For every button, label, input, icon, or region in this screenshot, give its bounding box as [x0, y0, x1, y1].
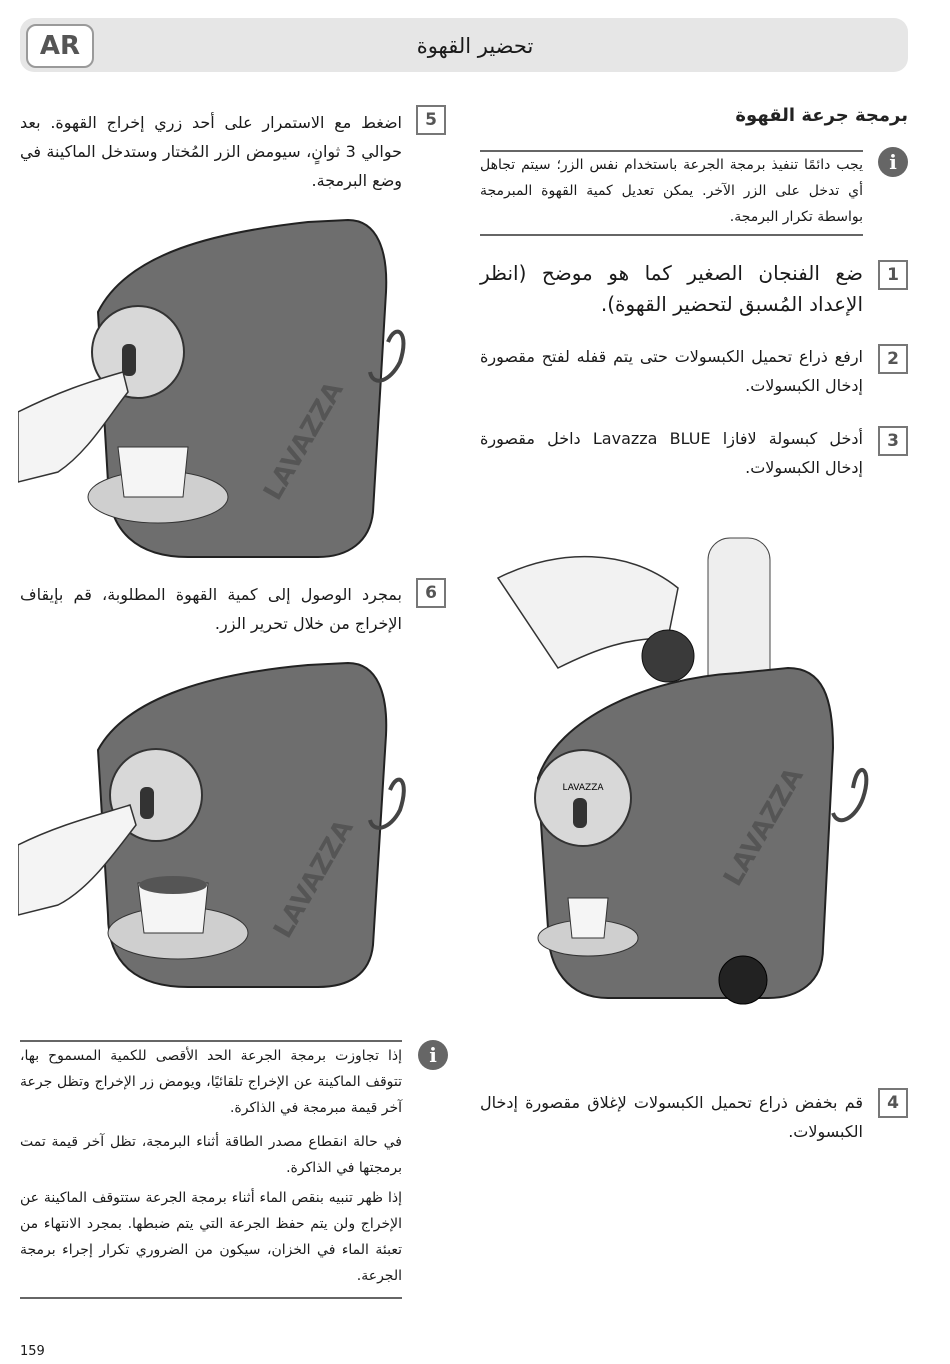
capsule-in-hand	[641, 629, 695, 683]
step-number-4: 4	[878, 1088, 908, 1118]
info-note-1: يجب دائمًا تنفيذ برمجة الجرعة باستخدام ن…	[480, 157, 863, 225]
power-cord-6	[368, 777, 406, 830]
note2-divider-top	[20, 1040, 402, 1042]
coffee-cup-5	[117, 446, 189, 498]
hand-releasing-6	[18, 804, 137, 916]
machine-body	[536, 666, 835, 999]
press-button-illustration: LAVAZZA	[18, 212, 408, 562]
language-badge: AR	[26, 24, 94, 68]
step-number-2: 2	[878, 344, 908, 374]
release-button-illustration: LAVAZZA	[18, 655, 408, 990]
info-note-2-p1: إذا تجاوزت برمجة الجرعة الحد الأقصى للكم…	[20, 1048, 402, 1116]
info-note-2-p2: في حالة انقطاع مصدر الطاقة أثناء البرمجة…	[20, 1134, 402, 1176]
step-text-5: اضغط مع الاستمرار على أحد زري إخراج القه…	[20, 113, 403, 190]
power-cord	[831, 767, 869, 823]
page-title: تحضير القهوة	[416, 34, 534, 58]
section-title: برمجة جرعة القهوة	[735, 105, 908, 126]
step-number-6: 6	[416, 578, 446, 608]
page-number: 159	[20, 1344, 45, 1359]
step-text-6: بمجرد الوصول إلى كمية القهوة المطلوبة، ق…	[20, 585, 402, 633]
machine-dial	[534, 749, 632, 847]
step-text-4: قم بخفض ذراع تحميل الكبسولات لإغلاق مقصو…	[480, 1093, 863, 1141]
step-text-3: أدخل كبسولة لافازا Lavazza BLUE داخل مقص…	[480, 429, 864, 477]
brew-buttons	[573, 798, 587, 828]
step-number-5: 5	[416, 105, 446, 135]
info-icon-2: i	[418, 1040, 448, 1070]
note2-divider-bottom	[20, 1297, 402, 1299]
info-note-2-p3: إذا ظهر تنبيه بنقص الماء أثناء برمجة الج…	[20, 1190, 402, 1284]
step-number-3: 3	[878, 426, 908, 456]
power-cord-5	[368, 329, 406, 383]
brew-buttons-6	[140, 787, 154, 819]
coffee-in-cup-6	[139, 876, 207, 894]
note-divider-top	[480, 150, 863, 152]
note-divider-bottom	[480, 234, 863, 236]
hand-pressing-5	[18, 371, 129, 483]
step-text-2: ارفع ذراع تحميل الكبسولات حتى يتم قفله ل…	[480, 347, 863, 395]
capsule-insert-illustration: LAVAZZA LAVAZZA	[478, 528, 898, 1018]
dial-logo-text: LAVAZZA	[562, 783, 604, 793]
step-text-1: ضع الفنجان الصغير كما هو موضح (انظر الإع…	[480, 261, 863, 316]
hand-shape	[496, 555, 679, 669]
capsule-icon	[718, 955, 768, 1005]
brew-buttons-5	[122, 344, 136, 376]
header-bar	[20, 18, 908, 72]
info-icon: i	[878, 147, 908, 177]
step-number-1: 1	[878, 260, 908, 290]
coffee-cup	[567, 897, 609, 939]
